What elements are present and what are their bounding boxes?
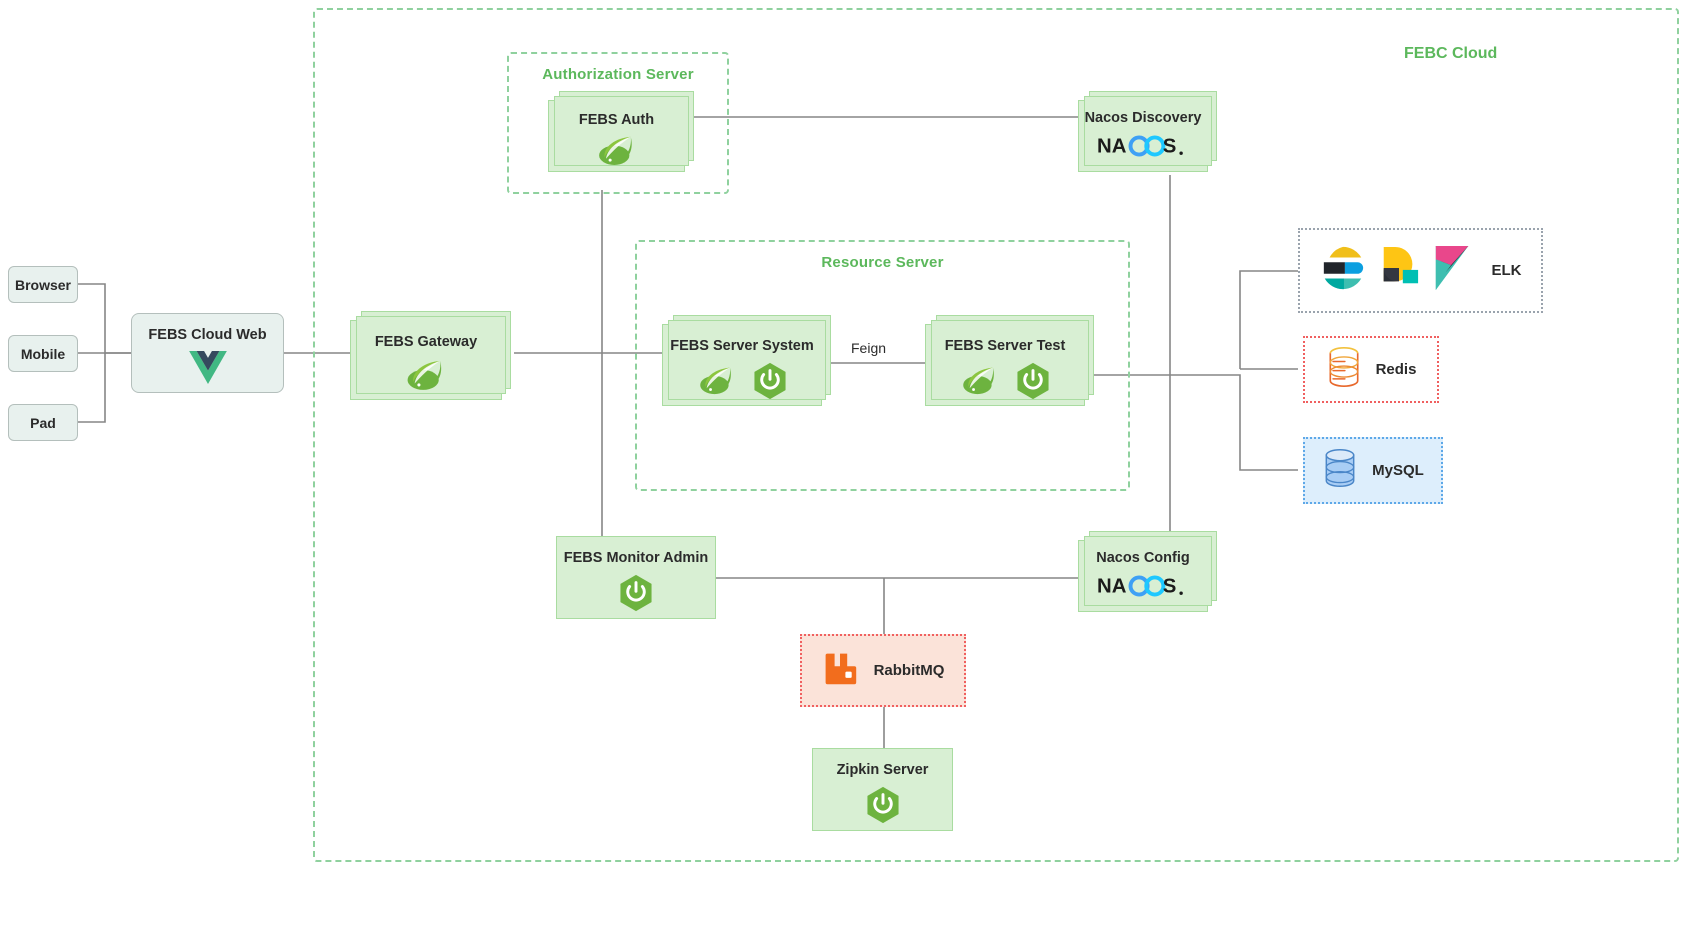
- spring-leaf-icon: [959, 365, 1001, 401]
- authorization-server-group: Authorization Server: [507, 52, 729, 194]
- node-nacos-discovery[interactable]: Nacos Discovery NA S: [1078, 91, 1217, 172]
- node-febs-server-system-label: FEBS Server System: [670, 338, 814, 354]
- node-rabbitmq[interactable]: RabbitMQ: [800, 634, 966, 707]
- rabbitmq-icon: [822, 650, 858, 691]
- spring-leaf-icon: [403, 358, 449, 397]
- client-pad-label: Pad: [30, 414, 56, 431]
- node-mysql-label: MySQL: [1372, 462, 1424, 479]
- kibana-icon: [1432, 244, 1474, 297]
- mysql-cylinder-icon: [1322, 447, 1358, 494]
- node-febs-auth-label: FEBS Auth: [578, 112, 655, 128]
- client-browser-label: Browser: [14, 276, 72, 293]
- spring-boot-icon: [752, 362, 788, 405]
- node-zipkin-server-label: Zipkin Server: [836, 762, 929, 778]
- node-mysql[interactable]: MySQL: [1303, 437, 1443, 504]
- node-febs-gateway[interactable]: FEBS Gateway: [350, 311, 511, 400]
- node-febs-monitor-admin-label: FEBS Monitor Admin: [563, 550, 709, 566]
- node-febs-gateway-label: FEBS Gateway: [374, 334, 478, 350]
- authorization-server-title: Authorization Server: [542, 66, 694, 83]
- nacos-logo: NA S: [1097, 572, 1189, 605]
- node-febs-monitor-admin[interactable]: FEBS Monitor Admin: [556, 536, 716, 619]
- febc-cloud-container: [313, 8, 1679, 862]
- redis-cylinder-icon: [1326, 346, 1362, 393]
- spring-leaf-icon: [696, 365, 738, 401]
- vue-icon: [188, 350, 227, 389]
- febc-cloud-title: FEBC Cloud: [1404, 45, 1498, 62]
- node-febs-auth[interactable]: FEBS Auth: [548, 91, 694, 172]
- spring-boot-icon: [1015, 362, 1051, 405]
- svg-text:NA: NA: [1097, 575, 1127, 597]
- node-febs-server-test-label: FEBS Server Test: [944, 338, 1066, 354]
- node-elk[interactable]: ELK: [1298, 228, 1543, 313]
- spring-leaf-icon: [595, 134, 639, 172]
- spring-boot-icon: [865, 786, 901, 829]
- elasticsearch-icon: [1320, 245, 1366, 296]
- nacos-logo: NA S: [1097, 132, 1189, 165]
- svg-text:S: S: [1163, 135, 1177, 157]
- svg-text:NA: NA: [1097, 135, 1127, 157]
- node-febs-server-test[interactable]: FEBS Server Test: [925, 315, 1094, 406]
- node-zipkin-server[interactable]: Zipkin Server: [812, 748, 953, 831]
- resource-server-group: Resource Server: [635, 240, 1130, 491]
- node-nacos-config-label: Nacos Config: [1096, 550, 1190, 566]
- client-pad[interactable]: Pad: [8, 404, 78, 441]
- client-mobile-label: Mobile: [20, 345, 66, 362]
- node-redis[interactable]: Redis: [1303, 336, 1439, 403]
- node-elk-label: ELK: [1491, 262, 1522, 279]
- node-febs-cloud-web-label: FEBS Cloud Web: [148, 327, 267, 343]
- node-febs-cloud-web[interactable]: FEBS Cloud Web: [131, 313, 284, 393]
- client-browser[interactable]: Browser: [8, 266, 78, 303]
- node-febs-server-system[interactable]: FEBS Server System: [662, 315, 831, 406]
- node-nacos-discovery-label: Nacos Discovery: [1084, 110, 1202, 126]
- client-mobile[interactable]: Mobile: [8, 335, 78, 372]
- spring-boot-icon: [618, 574, 654, 617]
- node-redis-label: Redis: [1375, 361, 1417, 378]
- node-rabbitmq-label: RabbitMQ: [873, 662, 945, 679]
- logstash-icon: [1378, 245, 1420, 296]
- node-nacos-config[interactable]: Nacos Config NA S: [1078, 531, 1217, 612]
- resource-server-title: Resource Server: [821, 254, 944, 271]
- edge-label-feign: Feign: [851, 340, 887, 356]
- svg-text:S: S: [1163, 575, 1177, 597]
